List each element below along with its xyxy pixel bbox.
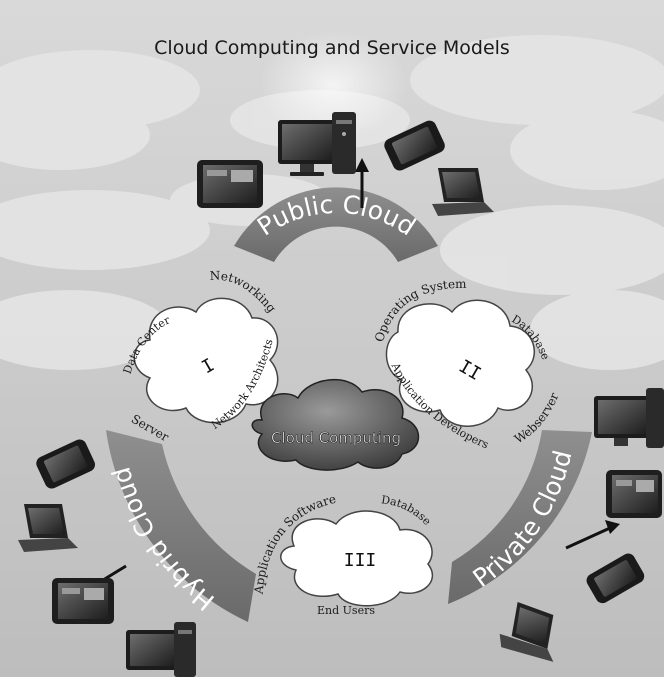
smartphone-icon	[586, 553, 645, 604]
center-cloud: Cloud Computing	[251, 378, 420, 471]
laptop-icon	[499, 602, 554, 662]
smartphone-icon	[36, 439, 96, 489]
tablet-icon	[606, 470, 662, 518]
laptop-icon	[432, 168, 494, 216]
diagram-title: Cloud Computing and Service Models	[154, 37, 510, 59]
cloud-three-end-users-label: End Users	[317, 604, 375, 617]
desktop-computer-icon	[594, 388, 664, 448]
center-cloud-label: Cloud Computing	[271, 429, 401, 447]
desktop-computer-icon	[278, 112, 356, 176]
private-arrow	[565, 520, 620, 550]
tablet-icon	[52, 578, 114, 624]
hybrid-cloud-arc	[106, 430, 256, 622]
laptop-icon	[18, 504, 78, 552]
public-arrow	[355, 158, 369, 208]
private-cloud-arc	[448, 430, 592, 604]
desktop-computer-icon	[126, 622, 196, 677]
cloud-one: I	[133, 297, 279, 424]
smartphone-icon	[384, 120, 445, 171]
public-cloud-arc	[234, 187, 438, 262]
tablet-icon	[197, 160, 263, 208]
cloud-three: III	[280, 510, 434, 607]
cloud-two: II	[385, 299, 536, 427]
cloud-three-numeral: III	[344, 550, 377, 571]
